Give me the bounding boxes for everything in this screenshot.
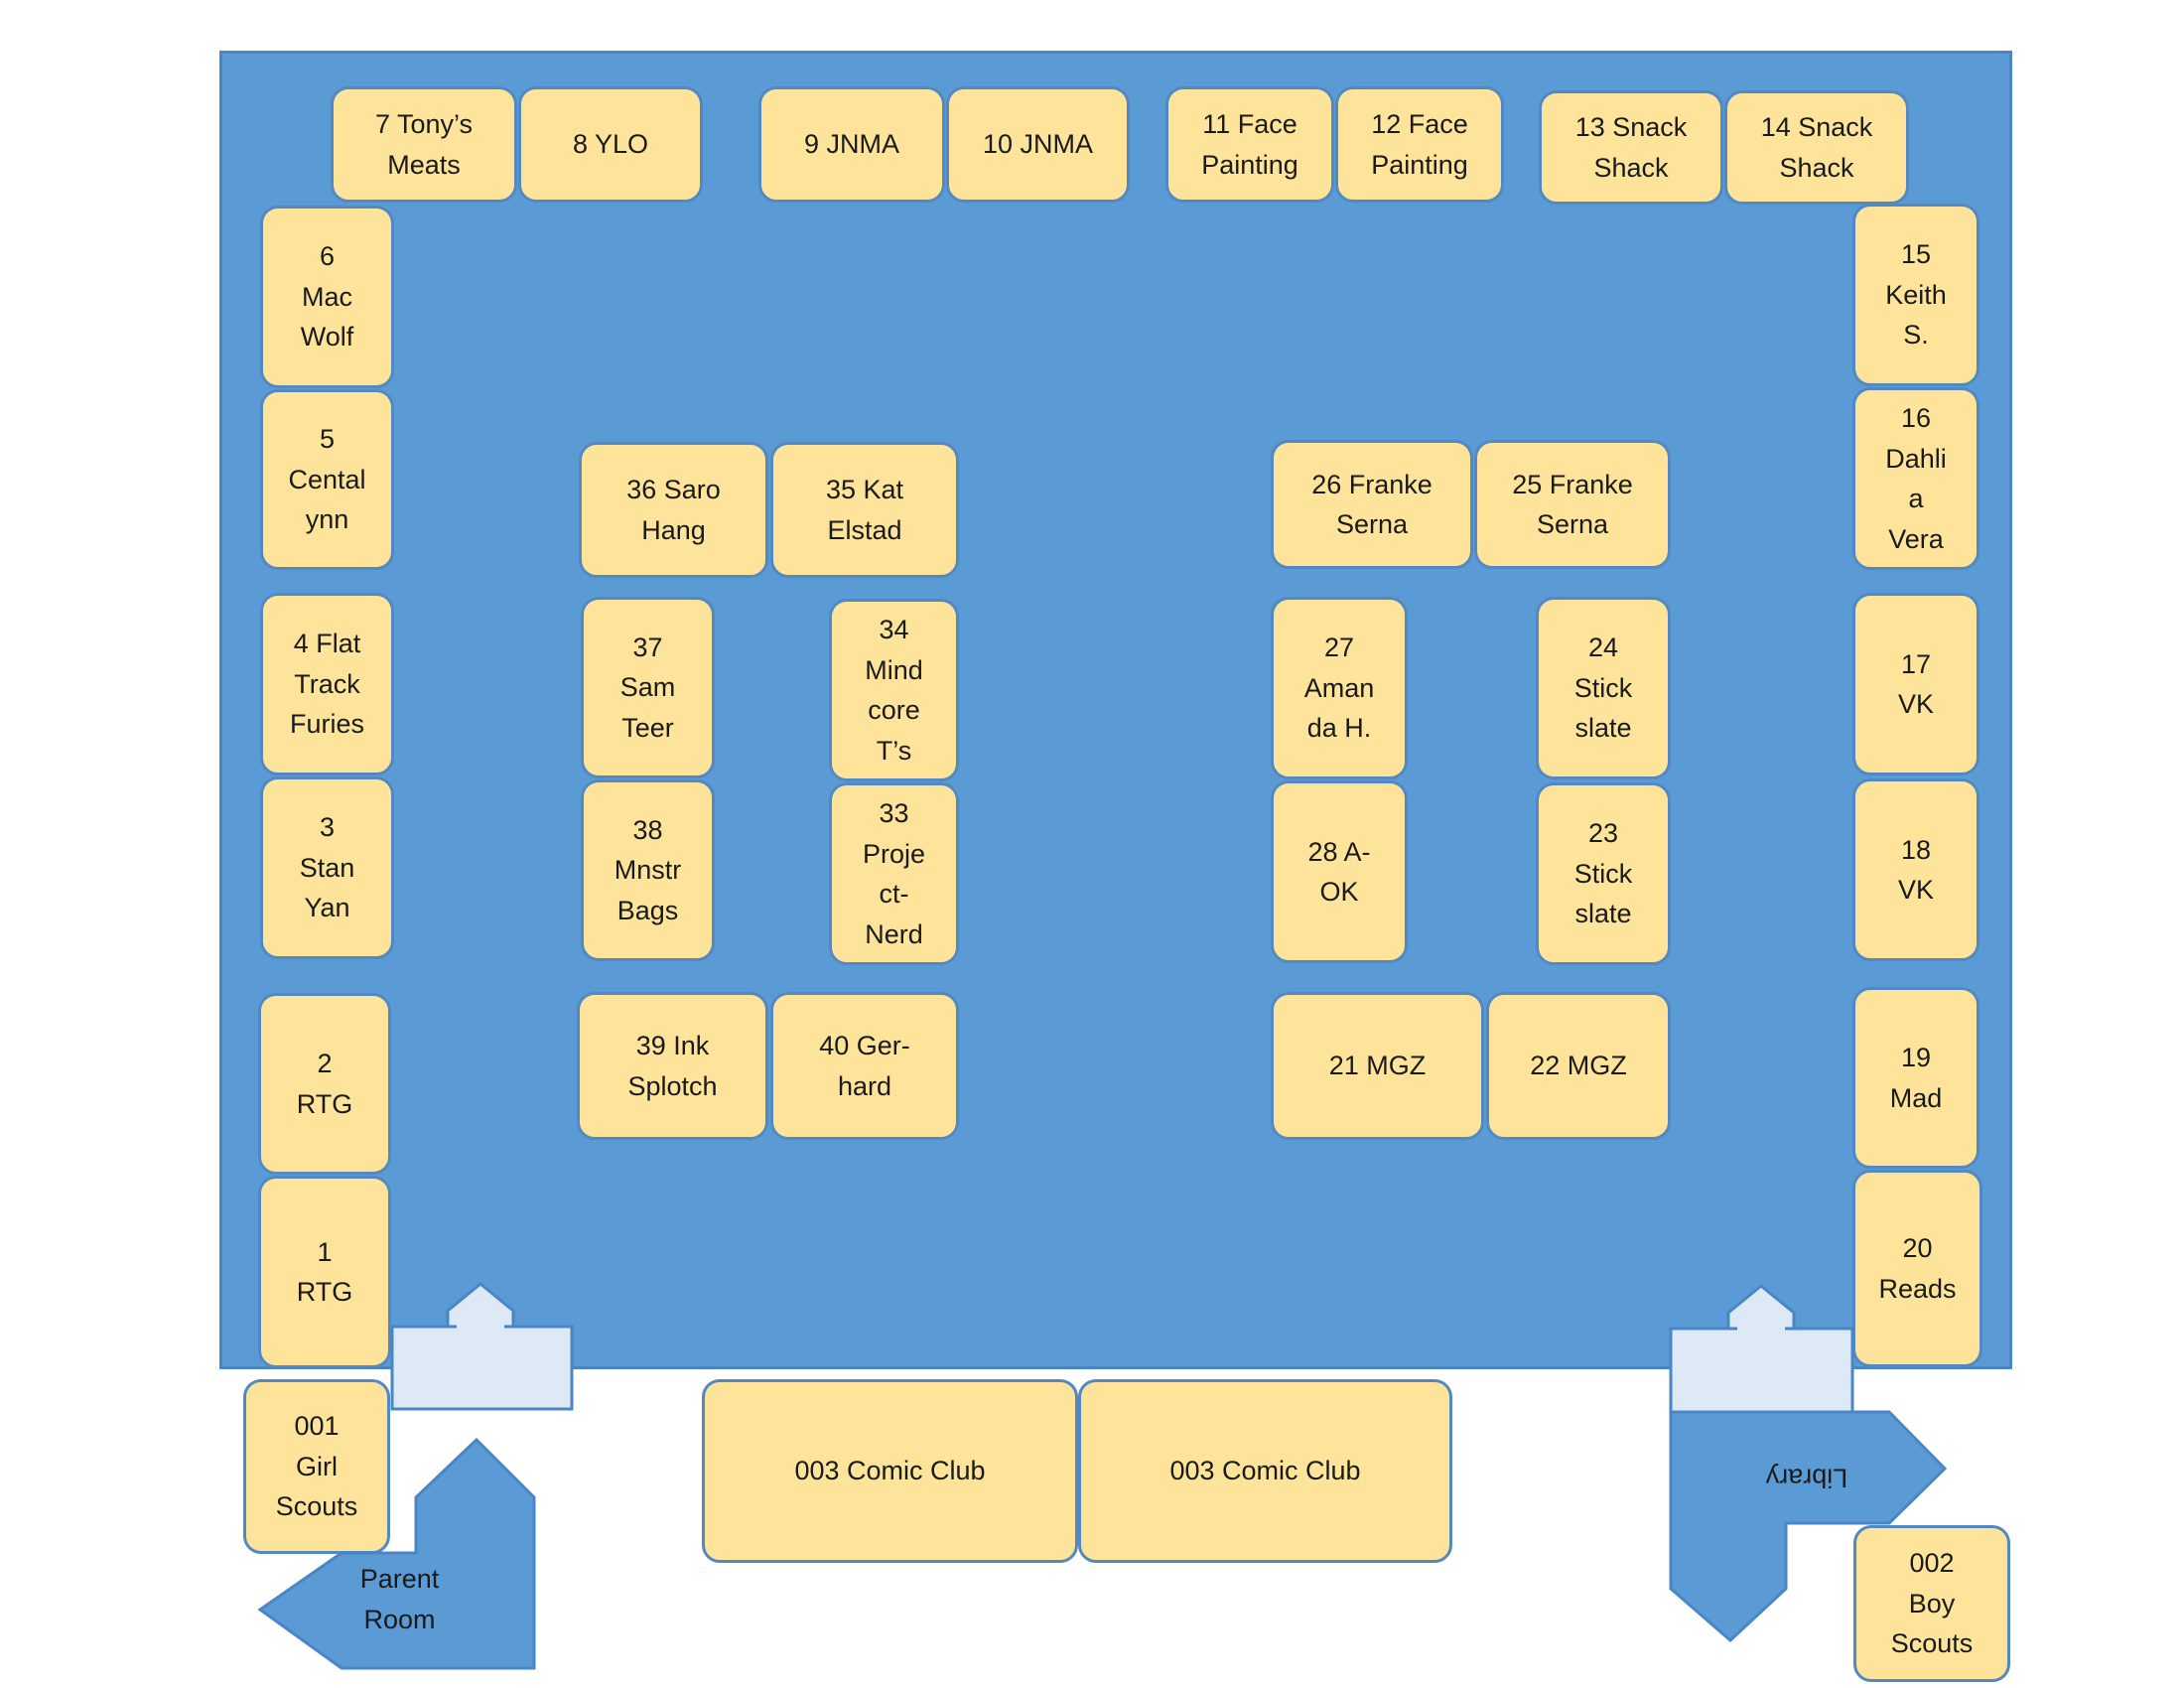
booth-1[interactable]: 1 RTG — [258, 1176, 391, 1368]
booth-21[interactable]: 21 MGZ — [1271, 992, 1484, 1140]
library-label: Library — [1765, 1463, 1848, 1493]
booth-38[interactable]: 38 Mnstr Bags — [581, 779, 715, 961]
library-arrow-icon[interactable] — [1669, 1410, 1948, 1643]
booth-22[interactable]: 22 MGZ — [1486, 992, 1671, 1140]
booth-8[interactable]: 8 YLO — [518, 86, 703, 203]
booth-001-girl-scouts[interactable]: 001 Girl Scouts — [243, 1379, 390, 1554]
parent-room-label: Parent Room — [359, 1564, 440, 1634]
booth-24[interactable]: 24 Stick slate — [1536, 597, 1671, 779]
booth-3[interactable]: 3 Stan Yan — [260, 776, 394, 959]
booth-28[interactable]: 28 A- OK — [1271, 780, 1408, 963]
booth-20[interactable]: 20 Reads — [1852, 1170, 1982, 1367]
booth-34[interactable]: 34 Mind core T’s — [829, 599, 959, 781]
booth-16[interactable]: 16 Dahli a Vera — [1852, 387, 1979, 570]
booth-9[interactable]: 9 JNMA — [758, 86, 945, 203]
event-hall — [219, 51, 2012, 1369]
booth-14[interactable]: 14 Snack Shack — [1724, 90, 1909, 205]
booth-15[interactable]: 15 Keith S. — [1852, 204, 1979, 386]
parent-room-arrow-icon[interactable] — [257, 1437, 536, 1670]
booth-36[interactable]: 36 Saro Hang — [579, 442, 768, 578]
booth-25[interactable]: 25 Franke Serna — [1474, 440, 1671, 569]
booth-35[interactable]: 35 Kat Elstad — [770, 442, 959, 578]
booth-003-comic-club-left[interactable]: 003 Comic Club — [702, 1379, 1078, 1563]
booth-11[interactable]: 11 Face Painting — [1165, 86, 1334, 203]
booth-4[interactable]: 4 Flat Track Furies — [260, 593, 394, 775]
booth-19[interactable]: 19 Mad — [1852, 987, 1979, 1169]
left-doorway[interactable] — [390, 1325, 574, 1411]
booth-002-boy-scouts[interactable]: 002 Boy Scouts — [1853, 1525, 2010, 1682]
booth-003-comic-club-right[interactable]: 003 Comic Club — [1078, 1379, 1452, 1563]
booth-7[interactable]: 7 Tony’s Meats — [331, 86, 517, 203]
booth-10[interactable]: 10 JNMA — [946, 86, 1130, 203]
booth-23[interactable]: 23 Stick slate — [1536, 782, 1671, 965]
booth-17[interactable]: 17 VK — [1852, 593, 1979, 775]
booth-33[interactable]: 33 Proje ct- Nerd — [829, 782, 959, 965]
booth-26[interactable]: 26 Franke Serna — [1271, 440, 1473, 569]
booth-13[interactable]: 13 Snack Shack — [1539, 90, 1723, 205]
booth-40[interactable]: 40 Ger- hard — [770, 992, 959, 1140]
booth-12[interactable]: 12 Face Painting — [1335, 86, 1504, 203]
right-doorway[interactable] — [1669, 1327, 1854, 1414]
booth-2[interactable]: 2 RTG — [258, 993, 391, 1175]
booth-5[interactable]: 5 Cental ynn — [260, 389, 394, 570]
booth-27[interactable]: 27 Aman da H. — [1271, 597, 1408, 779]
booth-18[interactable]: 18 VK — [1852, 778, 1979, 961]
booth-39[interactable]: 39 Ink Splotch — [577, 992, 768, 1140]
booth-6[interactable]: 6 Mac Wolf — [260, 206, 394, 388]
booth-37[interactable]: 37 Sam Teer — [581, 597, 715, 778]
